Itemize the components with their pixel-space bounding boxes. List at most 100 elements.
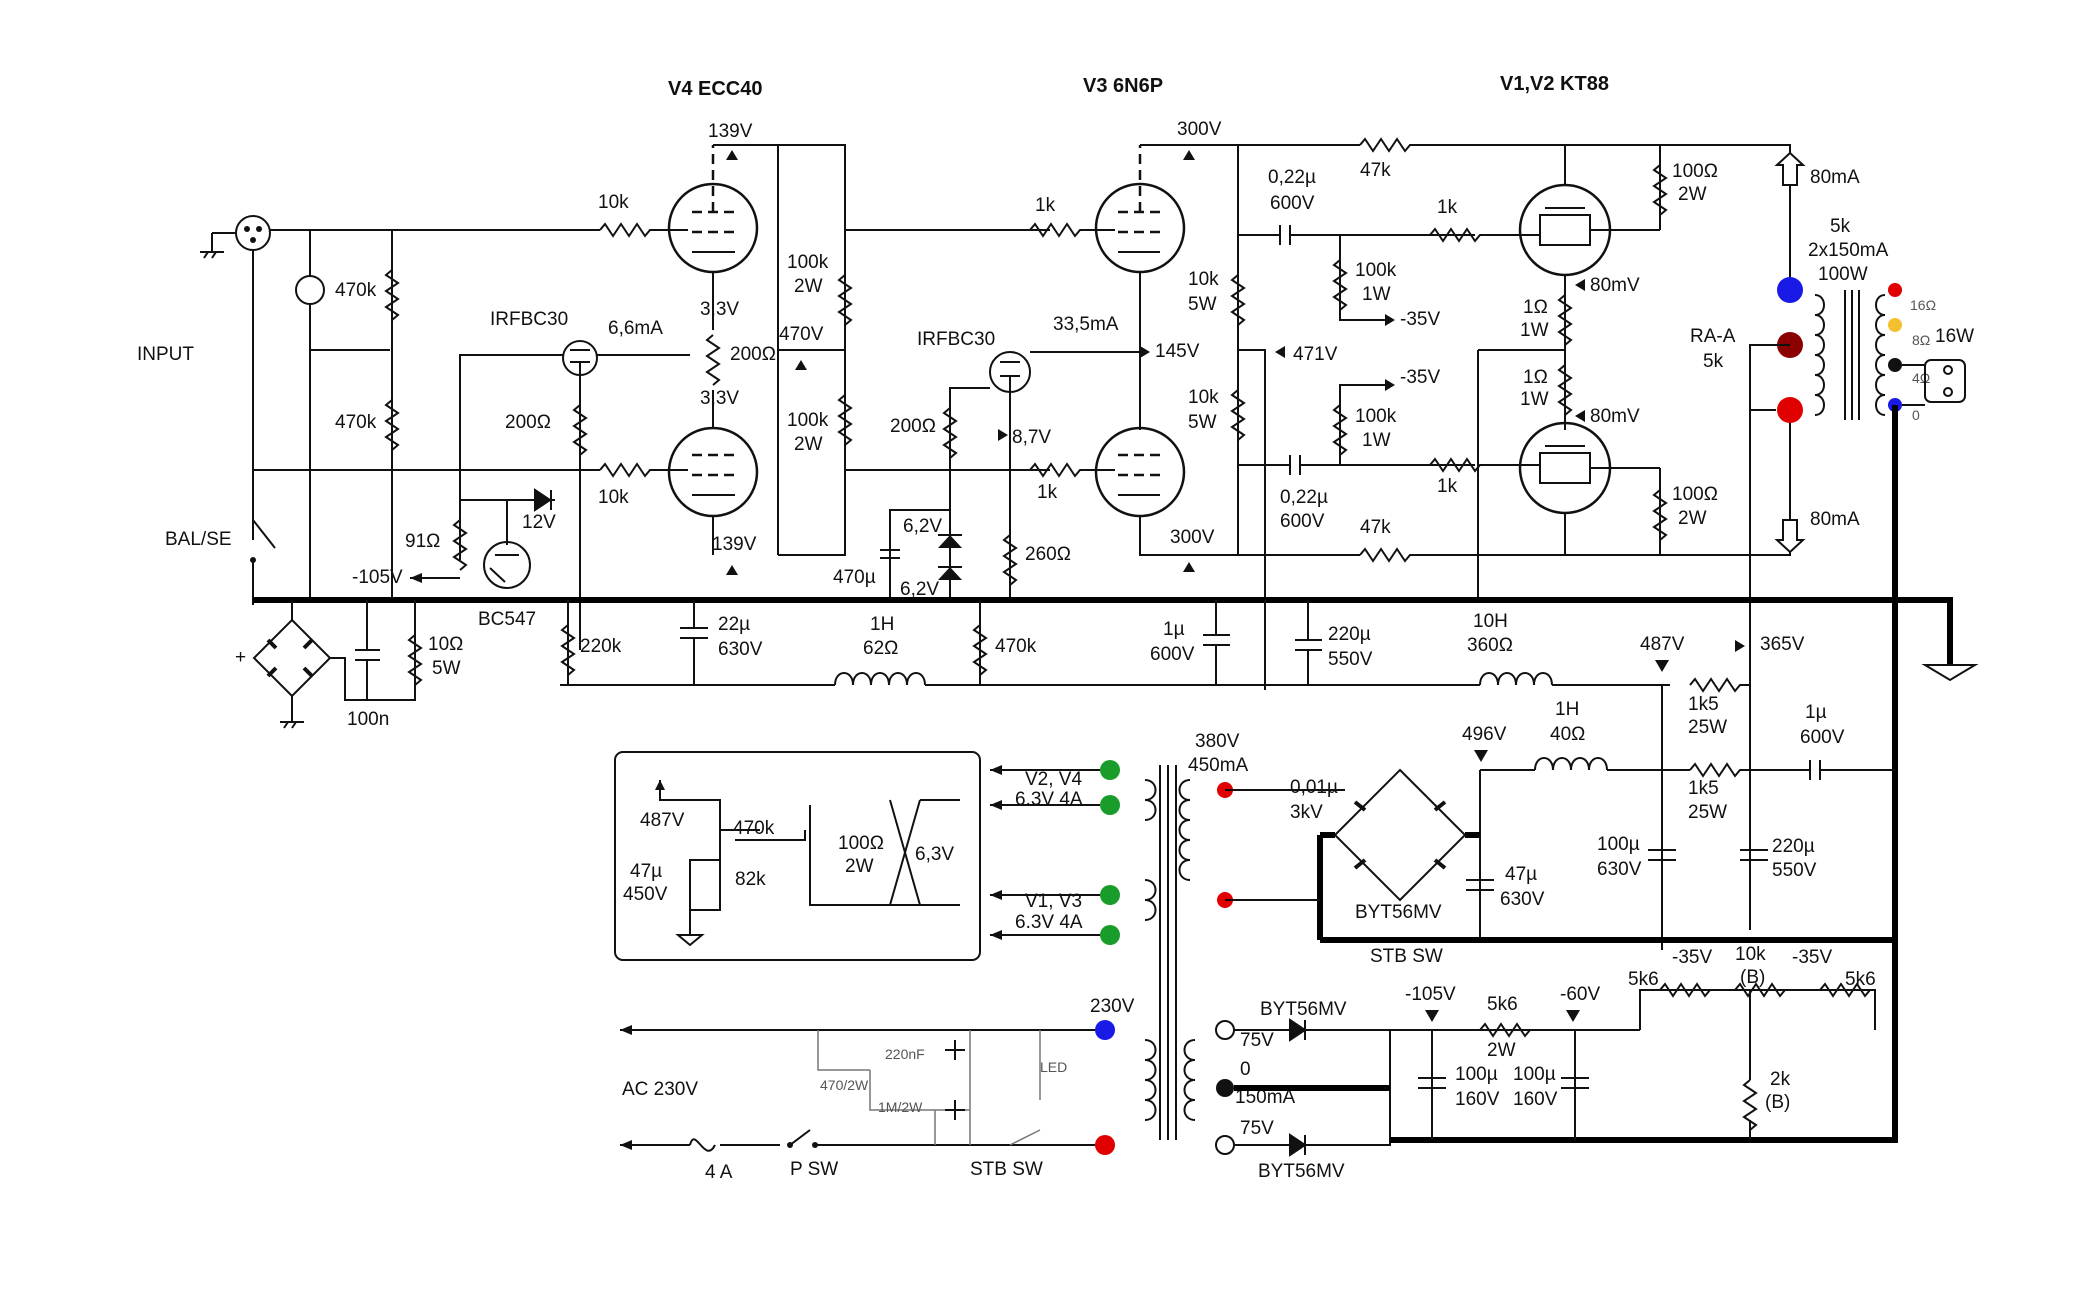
tap-0: 0 (1912, 407, 1920, 423)
cap-1u-b (1809, 760, 1895, 780)
tap-16: 16Ω (1910, 297, 1936, 313)
ground-symbol (1921, 664, 1979, 682)
label-200r-a: 200Ω (505, 412, 551, 433)
cap-22u (680, 600, 708, 685)
label-150ma: 150mA (1235, 1087, 1296, 1108)
label-40r: 40Ω (1550, 724, 1585, 745)
tap-4: 4Ω (1912, 370, 1930, 386)
ra-a-5k: 5k (1703, 351, 1724, 372)
output-power: 16W (1935, 326, 1974, 347)
label-360r: 360Ω (1467, 635, 1513, 656)
label-byt56mv-1: BYT56MV (1355, 902, 1442, 923)
label-irfbc30-2: IRFBC30 (917, 329, 995, 350)
resistor-100k-1w-b (1332, 404, 1348, 456)
label-220k: 220k (580, 636, 622, 657)
transistor-bc547 (483, 500, 531, 589)
resistor-47k-b (1359, 547, 1660, 563)
inset-470k: 470k (733, 818, 775, 839)
resistor-1k-a (1029, 222, 1090, 238)
resistor-5k6-b (1659, 982, 1711, 998)
label-5k6-b: 5k6 (1628, 969, 1659, 990)
label-022u-a: 0,22µ (1268, 167, 1316, 188)
resistor-200r-a (572, 404, 588, 456)
label-5k6-c: 5k6 (1845, 969, 1876, 990)
label-001u: 0,01µ (1290, 777, 1338, 798)
label-22u: 22µ (718, 614, 750, 635)
label-1k-a: 1k (1035, 195, 1056, 216)
cap-100u-160v-b (1561, 1077, 1589, 1089)
inset-47u: 47µ (630, 861, 662, 882)
current-6-6ma: 6,6mA (608, 318, 663, 339)
label-62r: 62Ω (863, 638, 898, 659)
v4-cathode1-voltage: 3,3V (700, 299, 739, 320)
node-365v: 365V (1760, 634, 1805, 655)
sec-450ma: 450mA (1188, 755, 1249, 776)
current-80ma-a: 80mA (1810, 167, 1860, 188)
inset-100r: 100Ω (838, 833, 884, 854)
tube-v3-lower (1094, 426, 1186, 518)
label-5k6-2w-2: 2W (1487, 1040, 1516, 1061)
label-220u-b-v: 550V (1772, 860, 1817, 881)
label-1r-b2: 1W (1520, 389, 1549, 410)
resistor-5k6-c (1819, 982, 1871, 998)
label-1k5-a2: 25W (1688, 717, 1727, 738)
v4-cathode2-voltage: 3,3V (700, 388, 739, 409)
label-0: 0 (1240, 1059, 1251, 1080)
label-10k-5w-b2: 5W (1188, 412, 1217, 433)
bias-jack (295, 275, 325, 305)
tube-v4-lower (667, 426, 759, 518)
standby-soft-start (817, 1030, 1041, 1146)
fuse-4a (689, 1138, 716, 1152)
label-1u-b-v: 600V (1800, 727, 1845, 748)
node-487v: 487V (1640, 634, 1685, 655)
label-1k-g1: 1k (1437, 197, 1458, 218)
resistor-100r-2w-a (1652, 164, 1668, 216)
tube-title-v4: V4 ECC40 (668, 78, 763, 100)
resistor-1k-g1 (1429, 227, 1520, 243)
label-220u-a: 220µ (1328, 624, 1371, 645)
label-1k-b: 1k (1037, 482, 1058, 503)
label-100u-160v-a: 100µ (1455, 1064, 1498, 1085)
label-100r-a2: 2W (1678, 184, 1707, 205)
label-100u-160v-a2: 160V (1455, 1089, 1500, 1110)
label-12v: 12V (522, 512, 556, 533)
v3-plate-voltage-1: 300V (1177, 119, 1222, 140)
resistor-1k5-25w-b (1689, 762, 1810, 778)
label-47k-a: 47k (1360, 160, 1391, 181)
label-001u-v: 3kV (1290, 802, 1323, 823)
inset-2w: 2W (845, 856, 874, 877)
heater-v24-spec: 6.3V 4A (1015, 789, 1083, 810)
label-2k: 2k (1770, 1069, 1791, 1090)
label-1m-2w: 1M/2W (878, 1099, 923, 1115)
label-p-sw: P SW (790, 1159, 838, 1180)
resistor-1k5-25w-a (1689, 677, 1750, 693)
resistor-470k-c (972, 624, 988, 676)
label-10k-in2: 10k (598, 487, 629, 508)
label-022u-b-v: 600V (1280, 511, 1325, 532)
primary-230v: 230V (1090, 996, 1135, 1017)
v4-plate-voltage-2: 139V (712, 534, 757, 555)
label-100k-b: 100k (787, 410, 829, 431)
resistor-10r-5w (407, 634, 423, 686)
cap-47u (1466, 879, 1494, 891)
pot-200r (705, 334, 721, 386)
label-75v-a: 75V (1240, 1030, 1274, 1051)
tube-title-v3: V3 6N6P (1083, 75, 1163, 97)
zener-6-2v-pair (938, 534, 962, 580)
bias-neg60: -60V (1560, 984, 1600, 1005)
tap-8: 8Ω (1912, 332, 1930, 348)
resistor-91r (452, 519, 468, 571)
label-100r-b2: 2W (1678, 508, 1707, 529)
label-220u-b: 220µ (1772, 836, 1815, 857)
label-47k-b: 47k (1360, 517, 1391, 538)
label-irfbc30-1: IRFBC30 (490, 309, 568, 330)
label-neg35-b: -35V (1400, 367, 1440, 388)
resistor-260r (1002, 534, 1018, 586)
cathode-80mv-b: 80mV (1590, 406, 1640, 427)
label-100u-160v-b: 100µ (1513, 1064, 1556, 1085)
label-byt56mv-3: BYT56MV (1258, 1161, 1345, 1182)
label-470k-a: 470k (335, 280, 377, 301)
label-10k-5w-a: 10k (1188, 269, 1219, 290)
resistor-10k-5w-a (1230, 274, 1246, 326)
